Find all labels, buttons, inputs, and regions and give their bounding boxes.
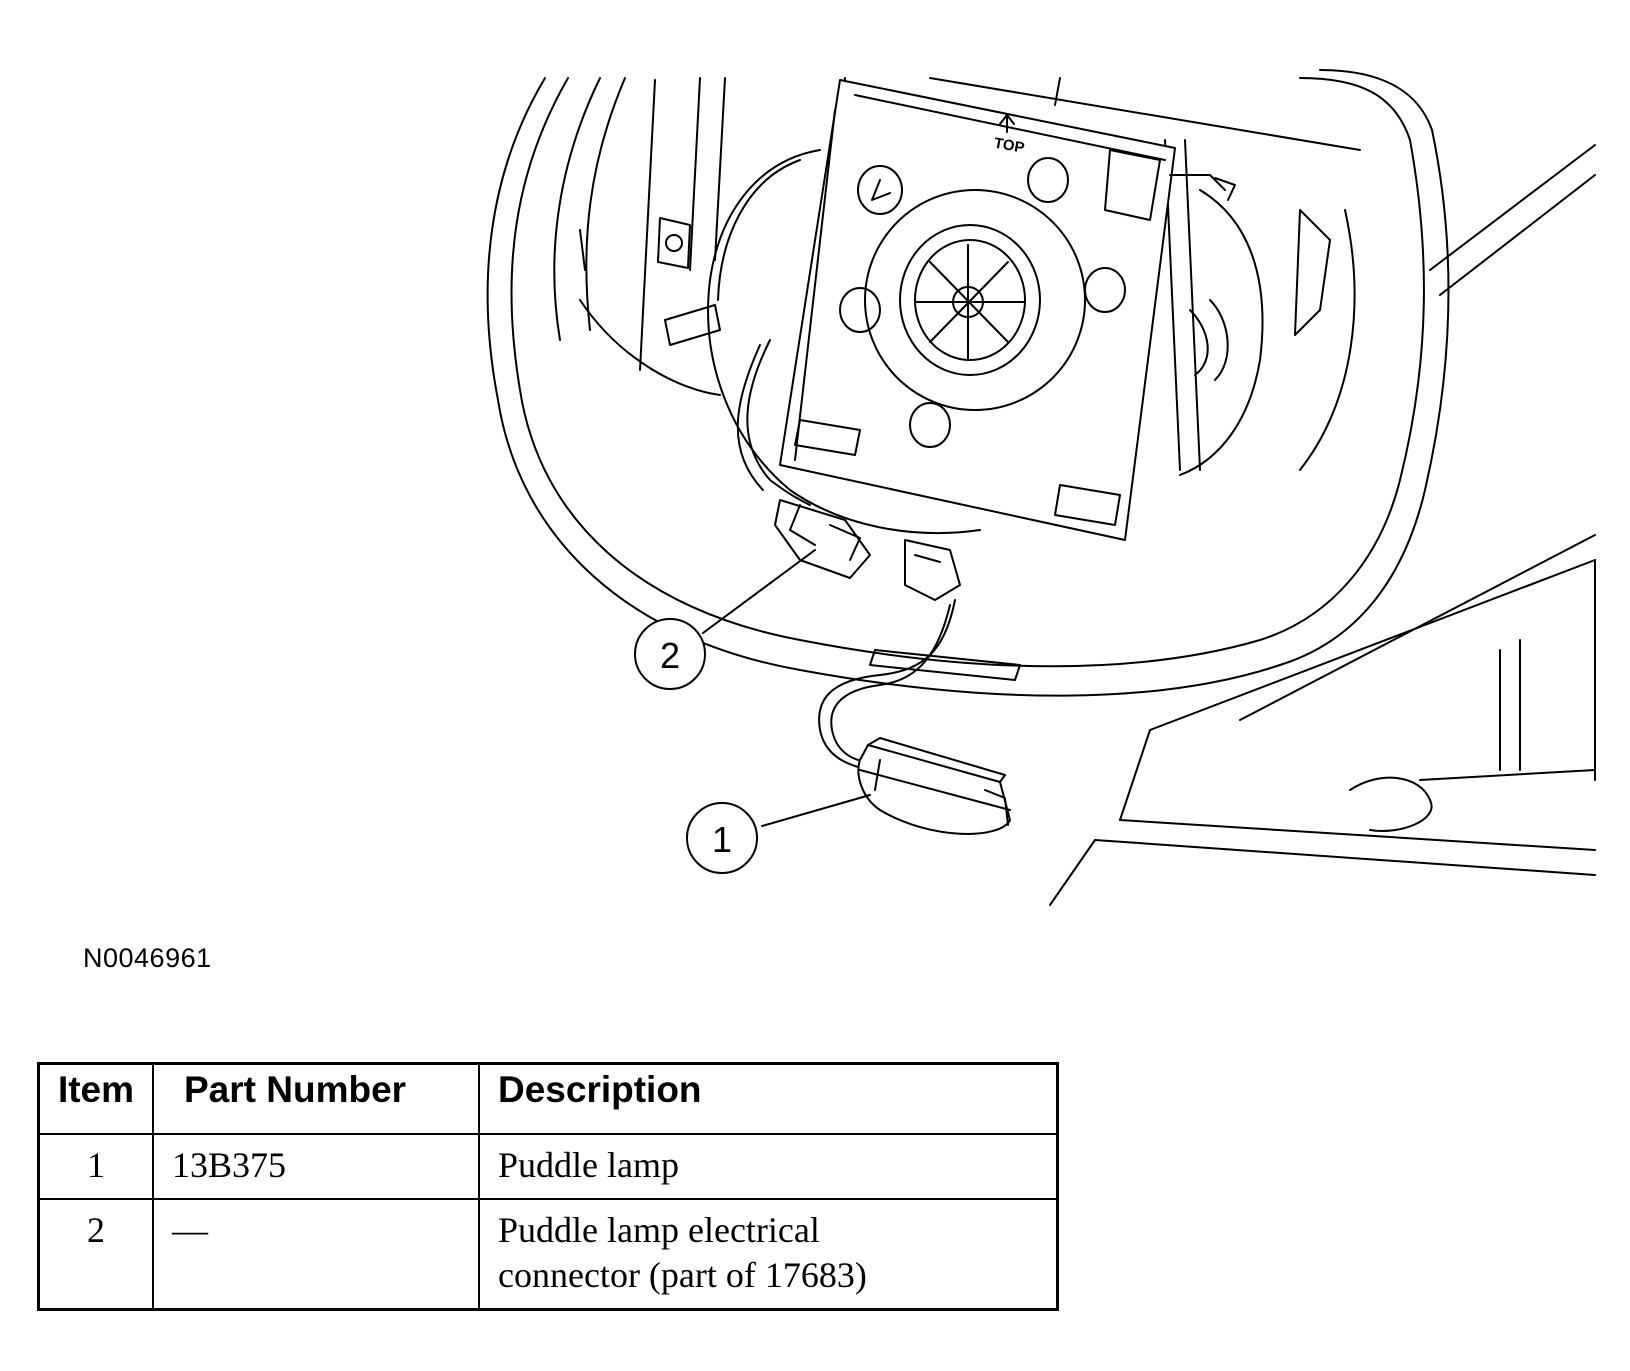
cell-item: 2 (37, 1198, 154, 1311)
mirror-motor (707, 149, 1264, 535)
description-line: Puddle lamp (498, 1145, 679, 1185)
mirror-assembly-illustration: TOP 2 1 (486, 69, 1596, 906)
header-description: Description (478, 1062, 1059, 1135)
door-frame (1049, 144, 1596, 906)
callout-leaders (702, 549, 871, 827)
cell-item: 1 (37, 1133, 154, 1200)
puddle-lamp (857, 737, 1011, 835)
header-part-number: Part Number (152, 1062, 480, 1135)
wiring-harness (736, 174, 1236, 506)
description-line: connector (part of 17683) (498, 1255, 867, 1295)
callout-circles (634, 618, 758, 874)
callout-circle-1 (686, 802, 758, 874)
callout-circle-2 (634, 618, 706, 690)
table-row: 1 13B375 Puddle lamp (37, 1133, 1059, 1200)
header-item: Item (37, 1062, 154, 1135)
puddle-lamp-connector (774, 499, 961, 601)
cell-part-number: 13B375 (152, 1133, 480, 1200)
cell-description: Puddle lamp electrical connector (part o… (478, 1198, 1059, 1311)
cell-description: Puddle lamp (478, 1133, 1059, 1200)
callout-number-2: 2 (660, 635, 680, 676)
parts-table: Item Part Number Description 1 13B375 Pu… (37, 1062, 1059, 1311)
top-arrow-icon (999, 114, 1015, 133)
pivot-mount (839, 157, 1126, 448)
figure-id-label: N0046961 (83, 943, 212, 973)
top-marker-label: TOP (993, 135, 1026, 157)
cell-part-number: — (152, 1198, 480, 1311)
description-line: Puddle lamp electrical (498, 1210, 820, 1250)
housing-clips (579, 209, 1331, 346)
callout-number-1: 1 (712, 819, 732, 860)
table-row: 2 — Puddle lamp electrical connector (pa… (37, 1198, 1059, 1311)
puddle-lamp-wire (818, 599, 1021, 771)
mirror-housing (486, 69, 1450, 697)
table-header-row: Item Part Number Description (37, 1062, 1059, 1135)
